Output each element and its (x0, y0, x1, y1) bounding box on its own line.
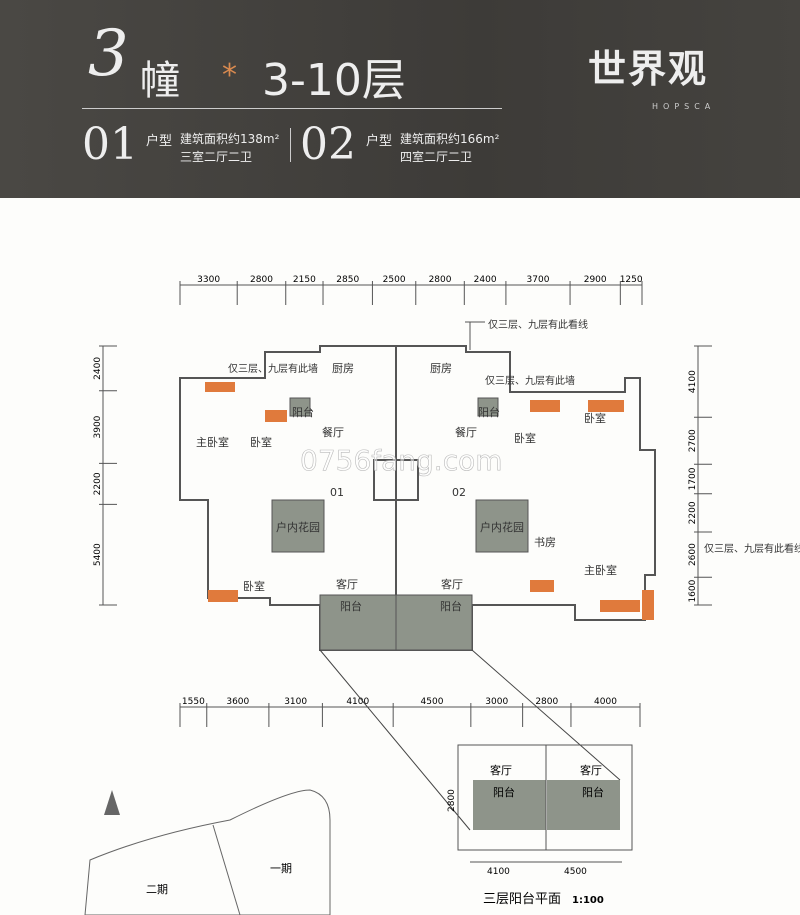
unit-01-layout: 三室二厅二卫 (180, 150, 253, 164)
balcony-plan-living-right: 客厅 (580, 763, 602, 777)
unit-divider (290, 128, 291, 162)
building-word: 幢 (140, 58, 180, 104)
bottom-dim-label: 4100 (346, 697, 369, 707)
top-dim-label: 2800 (250, 275, 273, 285)
room-bedroom-right-2: 卧室 (584, 411, 606, 425)
note-sightline-right: 仅三层、九层有此看线 (704, 542, 800, 555)
header-banner: 3 幢 * 3-10层 01 户型 建筑面积约138m² 三室二厅二卫 02 户… (0, 0, 800, 198)
bottom-dim-label: 4500 (421, 697, 444, 707)
floor-range: 3-10层 (262, 55, 406, 106)
top-dim-label: 2150 (293, 275, 316, 285)
unit-02-label: 户型 (366, 134, 393, 149)
brand-logo: 世界观 (588, 47, 709, 91)
top-dim-label: 2400 (474, 275, 497, 285)
site-phase-1: 一期 (270, 862, 292, 875)
room-labels: 厨房 厨房 阳台 阳台 餐厅 餐厅 主卧室 卧室 卧室 户内花园 户内花园 客厅… (196, 362, 617, 613)
separator-star: * (222, 58, 237, 93)
balcony-plan-balcony-left: 阳台 (493, 785, 515, 799)
left-dim-label: 2200 (93, 472, 103, 495)
note-wall-left: 仅三层、九层有此墙 (228, 362, 318, 375)
right-dim-label: 2200 (688, 501, 698, 524)
bottom-dim-label: 2800 (535, 697, 558, 707)
bottom-dim-label: 3100 (284, 697, 307, 707)
top-dim-label: 1250 (620, 275, 643, 285)
leader-line-left (319, 649, 471, 831)
room-bedroom-left-2: 卧室 (243, 579, 265, 593)
room-master-right: 主卧室 (584, 563, 617, 577)
unit-tag-01: 01 (330, 486, 344, 499)
balcony-plan-scale: 1:100 (572, 895, 604, 906)
room-balcony-right: 阳台 (440, 599, 462, 613)
leader-line-right (471, 649, 621, 781)
site-phase-2: 二期 (146, 883, 168, 896)
room-living-left: 客厅 (336, 577, 358, 591)
balcony-dim-1: 4100 (487, 867, 510, 877)
balcony-dim-left: 2800 (447, 789, 457, 812)
building-number: 3 (88, 17, 129, 91)
balcony-dim-2: 4500 (564, 867, 587, 877)
top-dim-label: 2850 (336, 275, 359, 285)
balcony-plan-balcony-right: 阳台 (582, 785, 604, 799)
window-marks (205, 382, 654, 620)
header-divider (82, 108, 502, 109)
bottom-dim-label: 4000 (594, 697, 617, 707)
room-study-right: 书房 (534, 536, 556, 549)
top-dim-label: 3700 (527, 275, 550, 285)
room-balcony-left: 阳台 (340, 599, 362, 613)
unit-01-number: 01 (82, 119, 138, 170)
bottom-dim-label: 3000 (485, 697, 508, 707)
unit-02-area: 建筑面积约166m² (400, 132, 500, 146)
right-dim-label: 2600 (688, 543, 698, 566)
room-kitchen-left: 厨房 (332, 362, 354, 375)
note-sightline-top: 仅三层、九层有此看线 (488, 318, 588, 331)
room-garden-right: 户内花园 (480, 520, 524, 534)
top-dim-label: 2800 (429, 275, 452, 285)
bottom-dim-label: 1550 (182, 697, 205, 707)
right-dim-label: 4100 (688, 370, 698, 393)
room-bedroom-right-1: 卧室 (514, 431, 536, 445)
right-dim-label: 1700 (688, 467, 698, 490)
balcony-plan: 客厅 客厅 阳台 阳台 4100 4500 2800 三层阳台平面 1:100 (447, 744, 633, 907)
room-balcony-small-left: 阳台 (292, 405, 314, 419)
room-living-right: 客厅 (441, 577, 463, 591)
unit-02-layout: 四室二厅二卫 (400, 150, 473, 164)
right-dim-label: 1600 (688, 579, 698, 602)
room-dining-left: 餐厅 (322, 425, 344, 439)
plan-notes: 仅三层、九层有此墙 仅三层、九层有此看线 仅三层、九层有此墙 仅三层、九层有此看… (228, 318, 800, 555)
unit-01-area: 建筑面积约138m² (180, 132, 280, 146)
north-arrow-icon (104, 790, 120, 815)
room-kitchen-right: 厨房 (430, 362, 452, 375)
balcony-plan-title: 三层阳台平面 (483, 892, 561, 907)
room-bedroom-left-1: 卧室 (250, 435, 272, 449)
watermark: 0756fang.com (300, 444, 503, 477)
left-dim-label: 2400 (93, 357, 103, 380)
garden-areas (271, 397, 529, 651)
unit-tag-02: 02 (452, 486, 466, 499)
top-dim-label: 2500 (383, 275, 406, 285)
left-dim-label: 3900 (93, 415, 103, 438)
unit-01-label: 户型 (146, 134, 173, 149)
top-dim-label: 2900 (584, 275, 607, 285)
dimension-lines: 3300 2800 2150 2850 2500 2800 2400 3700 2900 1250… (93, 275, 712, 727)
brand-logo-sub: HOPSCA (652, 102, 716, 111)
note-wall-right: 仅三层、九层有此墙 (485, 374, 575, 387)
room-master-left: 主卧室 (196, 435, 229, 449)
site-map: 二期 一期 (84, 789, 331, 915)
unit-02-number: 02 (300, 119, 356, 170)
balcony-plan-living-left: 客厅 (490, 763, 512, 777)
left-dim-label: 5400 (93, 543, 103, 566)
room-garden-left: 户内花园 (276, 520, 320, 534)
right-dim-label: 2700 (688, 429, 698, 452)
bottom-dim-label: 3600 (226, 697, 249, 707)
top-dim-label: 3300 (197, 275, 220, 285)
room-dining-right: 餐厅 (455, 425, 477, 439)
room-balcony-small-right: 阳台 (478, 405, 500, 419)
